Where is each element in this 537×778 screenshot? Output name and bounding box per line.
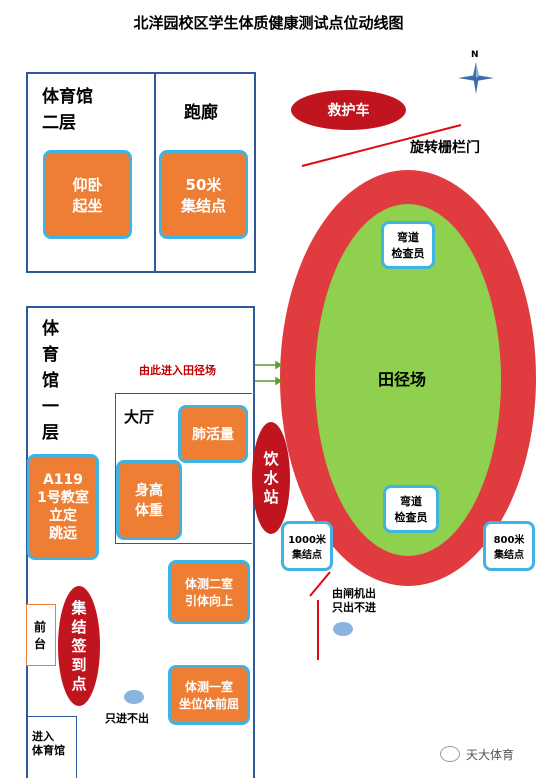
- turnstile-gate-label: 旋转栅栏门: [410, 140, 480, 156]
- front-desk-label: 前 台: [34, 620, 47, 651]
- pullup-station: 体测二室 引体向上: [168, 560, 250, 624]
- sit-and-reach-station: 体测一室 坐位体前屈: [168, 665, 250, 725]
- 800m-assembly-point: 800米 集结点: [483, 521, 535, 571]
- enter-field-label: 由此进入田径场: [139, 364, 216, 377]
- compass-label: N: [471, 50, 479, 60]
- watermark-label: 天大体育: [466, 748, 515, 762]
- lobby: [115, 393, 252, 544]
- corridor-label: 跑廊: [184, 103, 218, 123]
- water-station: 饮 水 站: [252, 422, 290, 534]
- gate-exit-label: 由闸机出 只出不进: [332, 587, 376, 614]
- gym-second-floor-label: 体育馆 二层: [42, 87, 93, 133]
- enter-only-label: 只进不出: [105, 712, 149, 725]
- front-desk: [26, 604, 56, 666]
- wechat-icon: [440, 746, 460, 762]
- 1000m-assembly-point: 1000米 集结点: [281, 521, 333, 571]
- field-label: 田径场: [378, 370, 427, 389]
- gym-entrance-label: 进入 体育馆: [32, 730, 65, 757]
- compass-star-icon: [458, 62, 494, 94]
- lobby-label: 大厅: [124, 408, 155, 426]
- smiley-icon: [333, 622, 353, 636]
- gym-first-floor-label: 体 育 馆 一 层: [42, 319, 59, 443]
- curve-checker-top: 弯道 检查员: [381, 221, 435, 269]
- gym-entrance: [26, 716, 77, 778]
- height-weight-station: 身高 体重: [116, 460, 182, 540]
- smiley-icon: [124, 690, 144, 704]
- standing-jump-station: A119 1号教室 立定 跳远: [27, 454, 99, 560]
- ambulance: 救护车: [291, 90, 406, 130]
- 50m-assembly-point: 50米 集结点: [159, 150, 248, 239]
- page-title: 北洋园校区学生体质健康测试点位动线图: [133, 14, 404, 32]
- lung-capacity-station: 肺活量: [178, 405, 248, 463]
- curve-checker-bottom: 弯道 检查员: [383, 485, 439, 533]
- situp-station: 仰卧 起坐: [43, 150, 132, 239]
- field-grass: [315, 204, 501, 556]
- checkin-assembly-point: 集 结 签 到 点: [58, 586, 100, 706]
